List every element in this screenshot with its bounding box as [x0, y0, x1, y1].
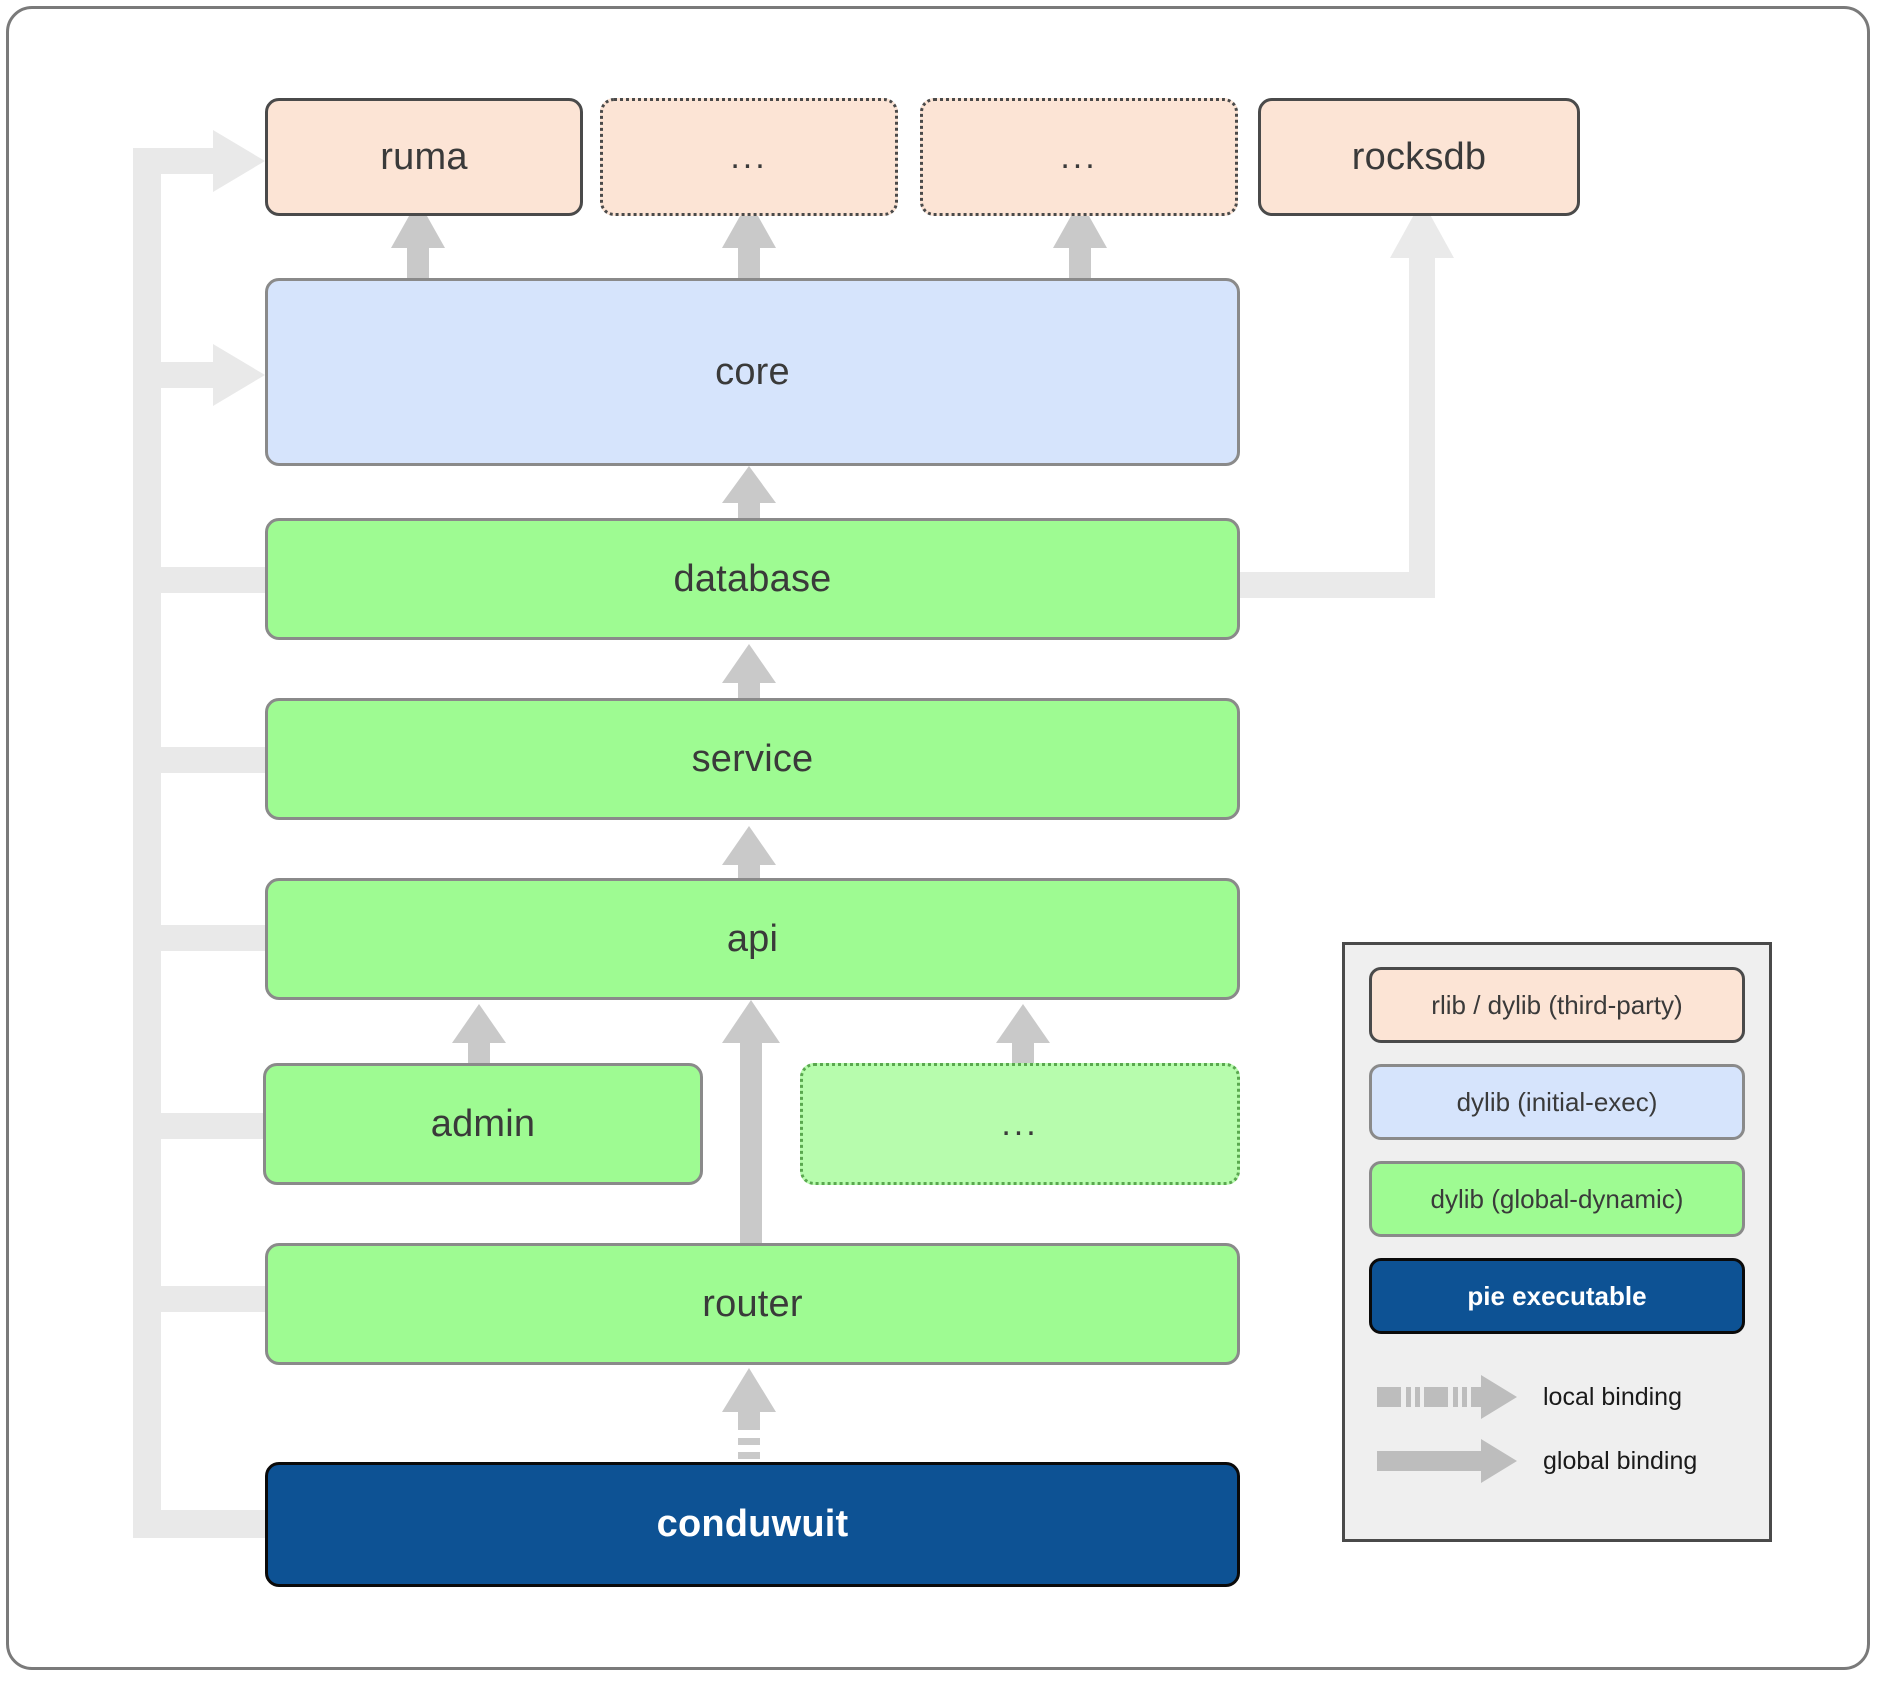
- arrow-api-svc-head: [722, 826, 776, 865]
- arrow-db-core-head: [722, 466, 776, 503]
- legend-label: dylib (initial-exec): [1456, 1086, 1658, 1117]
- node-api[interactable]: api: [265, 878, 1240, 1000]
- spine-branch-api: [133, 925, 268, 951]
- node-admin[interactable]: admin: [263, 1063, 703, 1185]
- database-to-rocksdb: [1240, 200, 1454, 598]
- arrow-core-ruma-head: [391, 200, 445, 248]
- node-label: api: [726, 917, 779, 960]
- arrow-router-api-shaft: [740, 1036, 762, 1246]
- global-binding-arrow-icon: [1369, 1438, 1527, 1484]
- local-binding-arrow-conduwuit-router: [722, 1368, 776, 1459]
- spine-arrow-ruma: [213, 130, 265, 192]
- node-global-dynamic-placeholder[interactable]: ...: [800, 1063, 1240, 1185]
- spine-branch-conduwuit: [133, 1510, 268, 1538]
- node-third-party-placeholder-1[interactable]: ...: [600, 98, 898, 216]
- left-spine-group: [133, 130, 268, 1538]
- legend-swatch-third-party: rlib / dylib (third-party): [1369, 967, 1745, 1043]
- legend-swatch-initial-exec: dylib (initial-exec): [1369, 1064, 1745, 1140]
- legend-label: global binding: [1543, 1446, 1698, 1475]
- legend-label: rlib / dylib (third-party): [1431, 989, 1683, 1020]
- node-ruma[interactable]: ruma: [265, 98, 583, 216]
- spine-branch-router: [133, 1286, 268, 1312]
- node-third-party-placeholder-2[interactable]: ...: [920, 98, 1238, 216]
- node-conduwuit[interactable]: conduwuit: [265, 1462, 1240, 1587]
- legend-label: pie executable: [1467, 1280, 1647, 1311]
- node-label: admin: [430, 1102, 536, 1145]
- node-label: ...: [1001, 1104, 1039, 1143]
- node-label: ...: [1060, 137, 1098, 176]
- node-router[interactable]: router: [265, 1243, 1240, 1365]
- legend-row-local-binding: local binding: [1369, 1368, 1745, 1426]
- local-binding-arrow-icon: [1369, 1374, 1527, 1420]
- node-label: rocksdb: [1351, 135, 1487, 178]
- spine-arrow-core: [213, 344, 265, 406]
- arrow-conduwuit-router-head: [722, 1368, 776, 1412]
- node-core[interactable]: core: [265, 278, 1240, 466]
- legend-panel: rlib / dylib (third-party) dylib (initia…: [1342, 942, 1772, 1542]
- arrow-router-api-head: [722, 1000, 780, 1043]
- legend-row-global-binding: global binding: [1369, 1432, 1745, 1490]
- spine-vertical: [133, 150, 161, 1538]
- node-label: database: [673, 557, 832, 600]
- node-label: ruma: [380, 135, 468, 178]
- legend-swatch-pie-executable: pie executable: [1369, 1258, 1745, 1334]
- node-label: conduwuit: [656, 1503, 849, 1545]
- spine-branch-admin: [133, 1113, 268, 1139]
- arrow-svc-db-head: [722, 644, 776, 683]
- node-rocksdb[interactable]: rocksdb: [1258, 98, 1580, 216]
- spine-branch-core: [133, 362, 217, 388]
- legend-label: local binding: [1543, 1382, 1682, 1411]
- spine-branch-database: [133, 567, 268, 593]
- node-service[interactable]: service: [265, 698, 1240, 820]
- node-database[interactable]: database: [265, 518, 1240, 640]
- node-label: ...: [730, 137, 768, 176]
- legend-label: dylib (global-dynamic): [1430, 1183, 1684, 1214]
- arrow-admin-api-head: [452, 1004, 506, 1043]
- arrow-dots-api-head: [996, 1004, 1050, 1043]
- spine-branch-ruma: [133, 148, 217, 174]
- arrow-core-dots1-head: [722, 200, 776, 248]
- node-label: service: [691, 737, 814, 780]
- node-label: router: [702, 1282, 803, 1325]
- legend-swatch-global-dynamic: dylib (global-dynamic): [1369, 1161, 1745, 1237]
- node-label: core: [715, 350, 790, 393]
- spine-branch-service: [133, 747, 268, 773]
- arrow-core-dots2-head: [1053, 200, 1107, 248]
